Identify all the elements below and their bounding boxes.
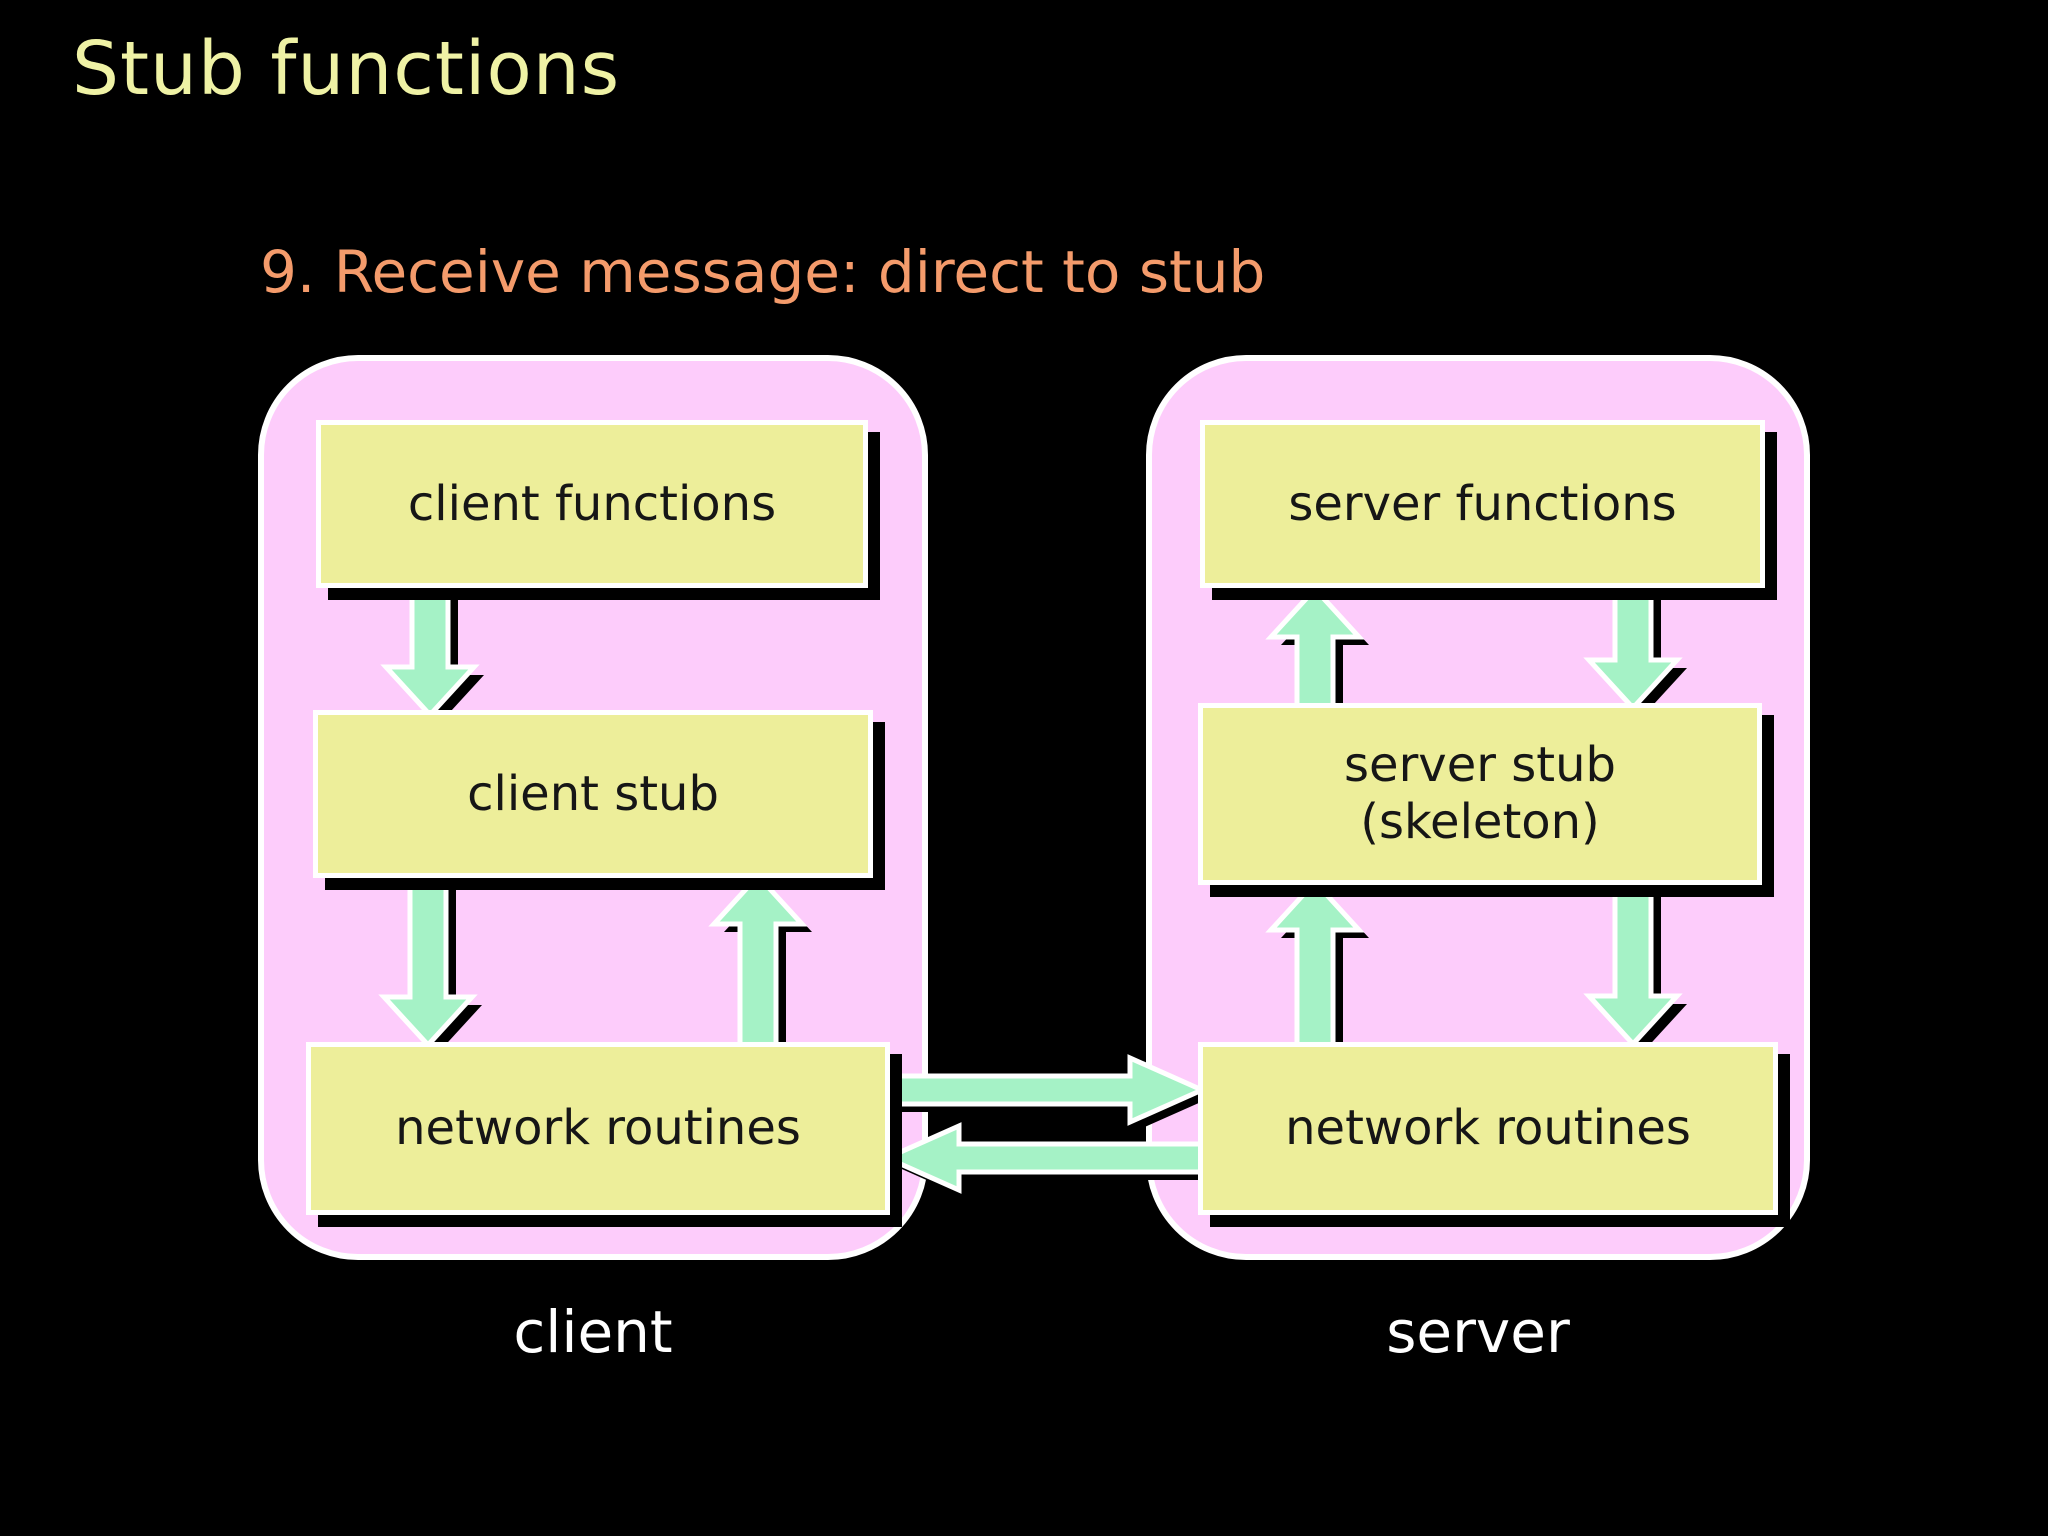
arrow-network-routines-to-server-stub-up — [1265, 878, 1369, 1054]
arrow-server-stub-to-server-functions-up — [1265, 585, 1369, 716]
step-caption: 9. Receive message: direct to stub — [260, 238, 1266, 306]
slide-title: Stub functions — [72, 26, 621, 112]
arrow-network-routines-to-client-stub-up — [708, 872, 812, 1053]
client-functions-box: client functions — [316, 420, 868, 588]
server-functions-box: server functions — [1200, 420, 1765, 588]
server-network-routines-label: network routines — [1285, 1100, 1691, 1157]
arrow-server-functions-to-server-stub-down — [1583, 584, 1687, 716]
server-stub-label-line1: server stub — [1344, 737, 1616, 794]
client-network-routines-label: network routines — [395, 1100, 801, 1157]
arrow-client-network-to-server-network-right — [879, 1054, 1210, 1130]
arrow-client-functions-to-client-stub-down — [380, 581, 484, 723]
client-network-routines-box: network routines — [306, 1042, 890, 1215]
client-panel-label: client — [513, 1298, 673, 1366]
arrow-server-network-to-client-network-left — [880, 1122, 1214, 1198]
server-stub-box: server stub (skeleton) — [1198, 703, 1762, 885]
server-network-routines-box: network routines — [1198, 1042, 1778, 1215]
server-stub-label-line2: (skeleton) — [1360, 794, 1600, 850]
client-stub-label: client stub — [467, 765, 719, 822]
client-functions-label: client functions — [407, 475, 777, 532]
arrow-client-stub-to-network-routines-down — [378, 871, 482, 1053]
server-panel-label: server — [1386, 1298, 1570, 1366]
client-stub-box: client stub — [313, 710, 873, 878]
server-functions-label: server functions — [1288, 475, 1677, 532]
arrow-server-stub-to-network-routines-down — [1583, 877, 1687, 1052]
